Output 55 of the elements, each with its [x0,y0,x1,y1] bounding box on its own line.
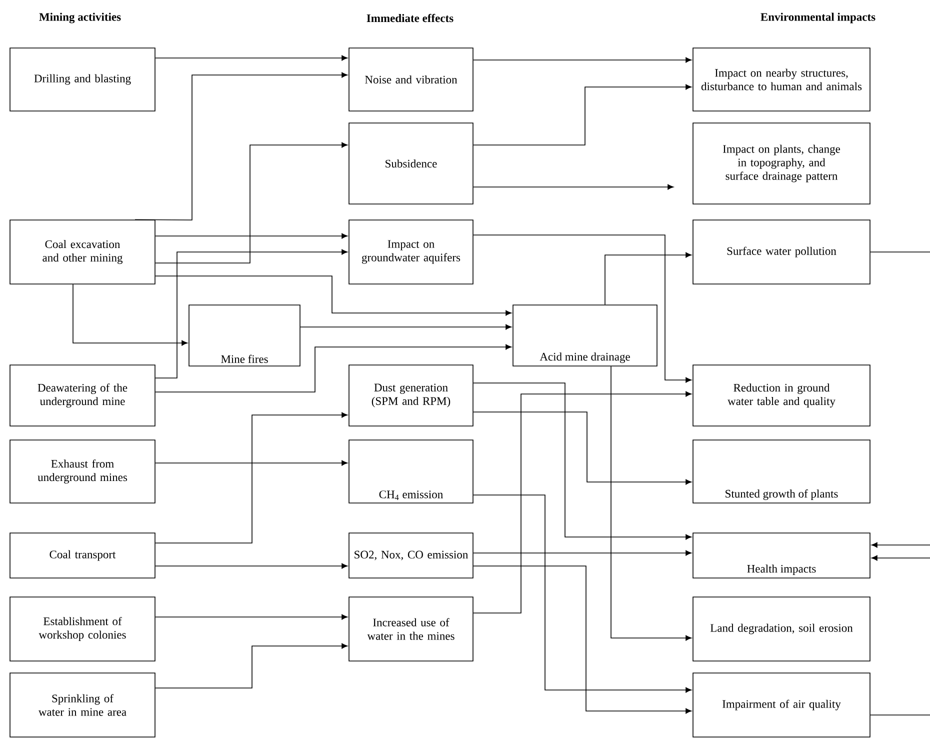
arrow [604,252,692,305]
arrow [155,563,348,569]
process-box: Impact on groundwater aquifers [348,220,474,284]
column-heading: Mining activities [39,12,121,24]
process-box: Health impacts [692,532,870,578]
arrow [473,234,692,383]
process-box: Coal excavation and other mining [10,220,156,284]
arrow [155,233,348,239]
process-box: Establishment of workshop colonies [10,596,156,662]
arrow [300,324,512,330]
process-box: Dust generation (SPM and RPM) [348,364,474,426]
process-box: Deawatering of the underground mine [10,364,156,426]
process-box: Impairment of air quality [692,672,870,738]
arrow [155,142,348,264]
process-box: SO2, Nox, CO emission [348,532,474,578]
arrow [473,494,692,693]
arrow [473,391,692,614]
column-heading: Environmental impacts [760,12,876,24]
process-box: Land degradation, soil erosion [692,596,870,662]
process-box: Impact on plants, change in topography, and surface drainage pattern [692,122,870,204]
process-box: Acid mine drainage [512,304,658,366]
process-box: Drilling and blasting [10,48,156,112]
arrow [155,643,348,688]
arrow [155,55,348,61]
arrow [871,542,930,548]
process-box: CH$_{4}$ emission [348,440,474,504]
arrow [473,550,692,556]
arrow [155,460,348,466]
arrow [871,555,930,561]
process-box: Subsidence [348,122,474,204]
arrow [155,412,348,544]
arrow [155,344,512,392]
arrow [473,566,692,714]
process-box: Coal transport [10,532,156,578]
arrow [473,184,674,190]
column-heading: Immediate effects [366,14,454,22]
arrow [473,382,692,540]
arrow [155,249,348,378]
process-box: Sprinkling of water in mine area [10,672,156,738]
arrow [155,614,348,620]
process-box: Exhaust from underground mines [10,440,156,504]
process-box: Stunted growth of plants [692,440,870,504]
process-box: Mine fires [188,304,300,366]
process-box: Increased use of water in the mines [348,596,474,662]
process-box: Impact on nearby structures, disturbance to human and animals [692,48,870,112]
arrow [473,57,692,63]
arrow [72,284,188,346]
arrow [610,366,692,641]
process-box: Surface water pollution [692,220,870,284]
arrow [155,276,512,316]
process-box: Noise and vibration [348,48,474,112]
arrow [473,412,692,485]
arrow [134,72,348,220]
arrow [473,84,692,146]
process-box: Reduction in ground water table and quality [692,364,870,426]
